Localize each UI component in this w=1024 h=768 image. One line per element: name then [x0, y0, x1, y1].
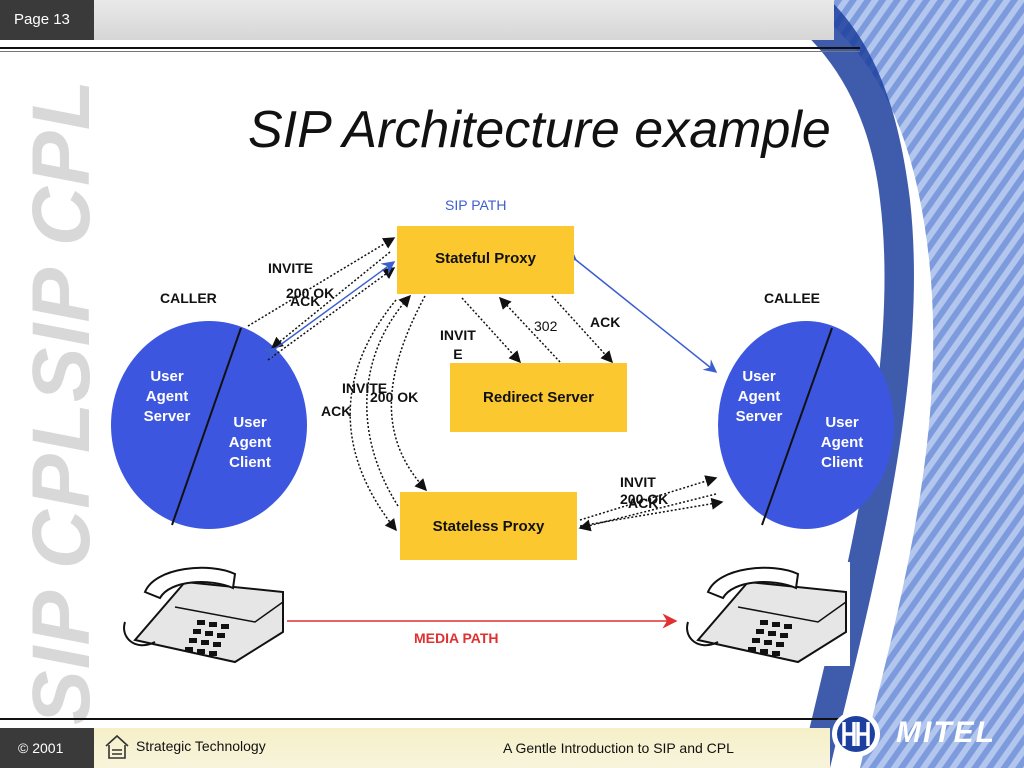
msg-200ok-callee: 200 OK	[620, 491, 669, 507]
footer-bar	[94, 728, 830, 768]
arrow-invite-to-stateless	[390, 295, 428, 492]
msg-invite-redirect: INVIT E	[440, 327, 476, 362]
footer-presentation-title: A Gentle Introduction to SIP and CPL	[503, 740, 734, 756]
msg-ack-redirect: ACK	[590, 314, 621, 330]
callee-uac-line-2: Agent	[820, 434, 864, 451]
redirect-server-label: Redirect Server	[483, 389, 594, 406]
caller-telephone-icon	[115, 562, 287, 666]
stateless-proxy-box: Stateless Proxy	[400, 492, 577, 560]
header-bar	[94, 0, 834, 40]
caller-uac-line-1: User	[233, 414, 267, 431]
msg-invite-callee: INVIT	[620, 474, 656, 490]
house-icon	[105, 734, 129, 759]
callee-label: CALLEE	[764, 290, 820, 306]
slide-title: SIP Architecture example	[248, 101, 831, 159]
footer-section-title: Strategic Technology	[136, 738, 266, 754]
msg-ack-callee: ACK	[628, 495, 659, 511]
callee-uac-line-1: User	[825, 414, 859, 431]
caller-label: CALLER	[160, 290, 217, 306]
msg-ack-mid: ACK	[321, 403, 352, 419]
callee-telephone-icon	[678, 562, 850, 666]
header-divider-thin	[0, 51, 860, 52]
msg-invite-top: INVITE	[268, 260, 314, 276]
callee-uac-line-3: Client	[821, 454, 863, 471]
callee-uac-text: User Agent Client	[816, 413, 868, 473]
footer-copyright: © 2001	[0, 728, 94, 768]
msg-invite-mid: INVITE	[342, 380, 388, 396]
arrow-200ok-to-stateless	[578, 493, 717, 532]
callee-divider-line	[761, 327, 833, 526]
msg-200ok-top: 200 OK	[286, 285, 335, 301]
msg-302: 302	[534, 318, 558, 334]
callee-uas-line-2: Agent	[737, 388, 781, 405]
msg-ack-top: ACK	[290, 293, 321, 309]
caller-uac-text: User Agent Client	[224, 413, 276, 473]
sip-path-caller-arrow	[262, 261, 396, 361]
callee-agent-circle	[718, 321, 894, 529]
caller-agent-circle	[111, 321, 307, 529]
arrow-ack-to-callee	[579, 497, 724, 527]
arrow-302-to-stateful	[498, 296, 561, 363]
caller-uas-line-2: Agent	[145, 388, 189, 405]
arrow-ack-to-stateless	[349, 299, 397, 532]
arrow-invite-to-stateful	[247, 237, 396, 327]
mitel-logo	[832, 711, 880, 757]
header-divider	[0, 47, 860, 49]
sip-path-callee-arrow	[562, 247, 718, 373]
arrow-200ok-to-stateful	[366, 294, 412, 507]
caller-divider-line	[171, 327, 242, 526]
msg-200ok-mid: 200 OK	[370, 389, 419, 405]
stateful-proxy-label: Stateful Proxy	[435, 250, 536, 267]
stateless-proxy-label: Stateless Proxy	[432, 517, 545, 535]
caller-uas-text: User Agent Server	[140, 367, 194, 427]
callee-uas-line-3: Server	[735, 408, 783, 425]
callee-uas-line-1: User	[742, 368, 776, 385]
media-path-label: MEDIA PATH	[414, 630, 499, 646]
mitel-logo-text: MITEL	[896, 716, 996, 749]
stateful-proxy-box: Stateful Proxy	[397, 226, 574, 294]
caller-uas-line-1: User	[150, 368, 184, 385]
redirect-server-box: Redirect Server	[450, 363, 627, 432]
caller-uac-line-2: Agent	[228, 434, 272, 451]
footer-divider	[0, 718, 860, 720]
callee-uas-text: User Agent Server	[732, 367, 786, 427]
caller-uac-line-3: Client	[229, 454, 271, 471]
sip-path-label: SIP PATH	[445, 197, 507, 213]
page-number-tab: Page 13	[0, 0, 94, 40]
caller-uas-line-3: Server	[143, 408, 191, 425]
arrow-ack-to-stateful	[267, 267, 396, 361]
